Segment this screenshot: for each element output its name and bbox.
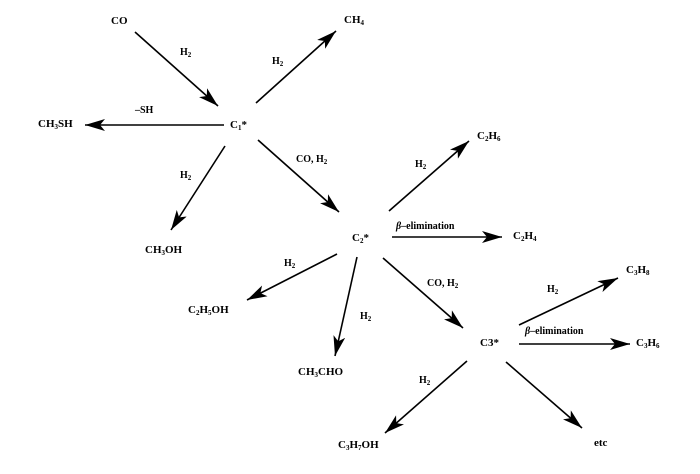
arrow-c3-to-c3h8 bbox=[518, 277, 619, 326]
arrow-c3-to-etc bbox=[505, 361, 583, 429]
edge-label-c3-c3h8-h2: H2 bbox=[547, 284, 559, 296]
node-c3: C3* bbox=[480, 337, 499, 349]
node-c2h5oh: C2H5OH bbox=[188, 304, 229, 317]
node-c2h4: C2H4 bbox=[513, 230, 537, 243]
node-c2: C2* bbox=[352, 232, 369, 245]
edge-label-co-c1-h2: H2 bbox=[180, 47, 192, 59]
arrow-c1-to-ch3oh bbox=[170, 145, 226, 231]
edge-label-c2-c2h4-beta: β–elimination bbox=[396, 221, 455, 232]
node-c1: C1* bbox=[230, 119, 247, 132]
node-co: CO bbox=[111, 15, 128, 27]
node-c2h6: C2H6 bbox=[477, 130, 501, 143]
edge-label-c3-c3h7oh-h2: H2 bbox=[419, 375, 431, 387]
edge-label-c2-ch3cho-h2: H2 bbox=[360, 311, 372, 323]
node-ch3cho: CH3CHO bbox=[298, 366, 344, 379]
edge-label-c1-ch3sh-sh: –SH bbox=[135, 105, 154, 116]
arrow-c2-to-c2h5oh bbox=[246, 253, 338, 301]
arrow-c2-to-ch3cho bbox=[333, 256, 358, 357]
edge-label-c1-ch3oh-h2: H2 bbox=[180, 170, 192, 182]
edge-label-c2-c2h5oh-h2: H2 bbox=[284, 258, 296, 270]
node-ch3sh: CH3SH bbox=[38, 118, 73, 131]
arrow-c2-to-c2h6 bbox=[388, 140, 470, 212]
edge-label-c2-c3-co-h2: CO, H2 bbox=[427, 278, 459, 290]
arrow-co-to-c1 bbox=[134, 31, 219, 107]
node-c3h6: C3H6 bbox=[636, 337, 660, 350]
arrow-c1-to-c2 bbox=[257, 139, 340, 213]
node-etc: etc bbox=[594, 437, 608, 449]
edge-label-c3-c3h6-beta: β–elimination bbox=[525, 326, 584, 337]
node-ch4: CH4 bbox=[344, 14, 364, 27]
arrow-c1-to-ch4 bbox=[255, 30, 337, 104]
node-c3h7oh: C3H7OH bbox=[338, 439, 379, 452]
arrow-c3-to-c3h7oh bbox=[384, 360, 468, 434]
node-ch3oh: CH3OH bbox=[145, 244, 183, 257]
edge-label-c1-ch4-h2: H2 bbox=[272, 56, 284, 68]
edge-label-c2-c2h6-h2: H2 bbox=[415, 159, 427, 171]
node-c3h8: C3H8 bbox=[626, 264, 650, 277]
edge-label-c1-c2-co-h2: CO, H2 bbox=[296, 154, 328, 166]
arrow-c2-to-c3 bbox=[382, 257, 464, 329]
